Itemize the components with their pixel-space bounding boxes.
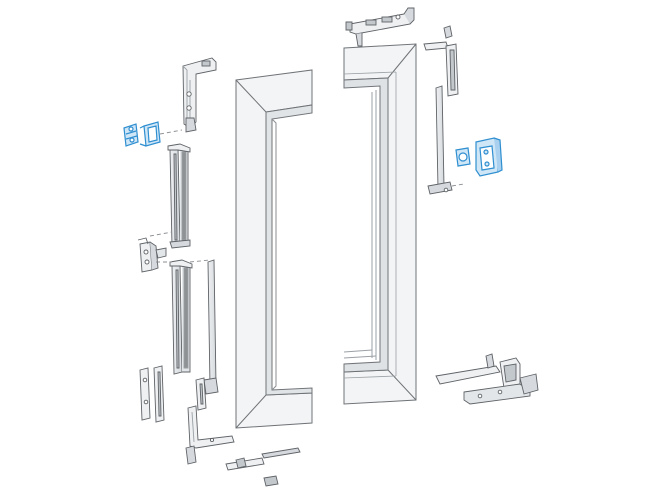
bottom-corner-bracket (185, 405, 235, 465)
bottom-track-connectors (225, 447, 301, 487)
upper-locking-bar (167, 143, 191, 249)
window-sash-frame (235, 43, 417, 429)
alignment-guides (149, 129, 465, 263)
center-gearbox (137, 237, 167, 273)
top-corner-drive (345, 7, 415, 47)
lower-locking-bar (169, 259, 193, 375)
long-rod (203, 259, 219, 395)
stay-arm-and-hinge (435, 353, 539, 405)
top-left-corner-bracket (182, 57, 217, 133)
bottom-left-connectors (139, 365, 207, 423)
sash-keeps (123, 121, 161, 147)
vertical-hinge-rod (427, 85, 453, 195)
frame-keep-and-roller (455, 137, 503, 177)
top-hinge-bracket (423, 25, 459, 97)
